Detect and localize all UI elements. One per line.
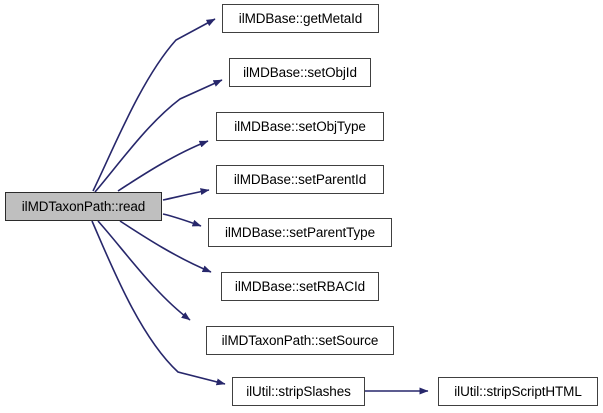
node-label: ilMDBase::setObjId <box>243 64 357 80</box>
node-setObjType[interactable]: ilMDBase::setObjType <box>216 112 384 141</box>
edge-root-to-setSource <box>97 220 191 321</box>
node-label: ilMDBase::setParentId <box>233 171 367 187</box>
node-label: ilMDBase::setRBACId <box>234 278 366 294</box>
edge-root-to-setObjId <box>94 79 223 193</box>
node-label: ilMDBase::getMetaId <box>238 10 363 26</box>
node-setSource[interactable]: ilMDTaxonPath::setSource <box>206 326 394 355</box>
node-label: ilMDBase::setObjType <box>234 118 366 134</box>
node-setRBACId[interactable]: ilMDBase::setRBACId <box>221 272 379 301</box>
node-stripSlashes[interactable]: ilUtil::stripSlashes <box>232 377 365 406</box>
edge-root-to-setParentType <box>162 213 202 227</box>
edge-root-to-getMetaId <box>92 18 216 192</box>
edge-root-to-stripSlashes <box>91 220 226 386</box>
node-setObjId[interactable]: ilMDBase::setObjId <box>229 58 371 87</box>
node-root[interactable]: ilMDTaxonPath::read <box>5 192 162 221</box>
edge-root-to-setRBACId <box>119 220 212 273</box>
node-label: ilUtil::stripScriptHTML <box>454 383 582 399</box>
edge-root-to-setParentId <box>162 188 210 201</box>
node-label: ilMDTaxonPath::setSource <box>221 332 379 348</box>
node-label: ilMDTaxonPath::read <box>21 198 146 214</box>
node-label: ilMDBase::setParentType <box>224 224 376 240</box>
node-label: ilUtil::stripSlashes <box>246 383 351 399</box>
node-getMetaId[interactable]: ilMDBase::getMetaId <box>222 4 379 33</box>
node-stripScriptHTML[interactable]: ilUtil::stripScriptHTML <box>438 377 598 406</box>
edge-root-to-setObjType <box>117 140 209 192</box>
node-setParentId[interactable]: ilMDBase::setParentId <box>216 165 384 194</box>
node-setParentType[interactable]: ilMDBase::setParentType <box>208 218 392 247</box>
